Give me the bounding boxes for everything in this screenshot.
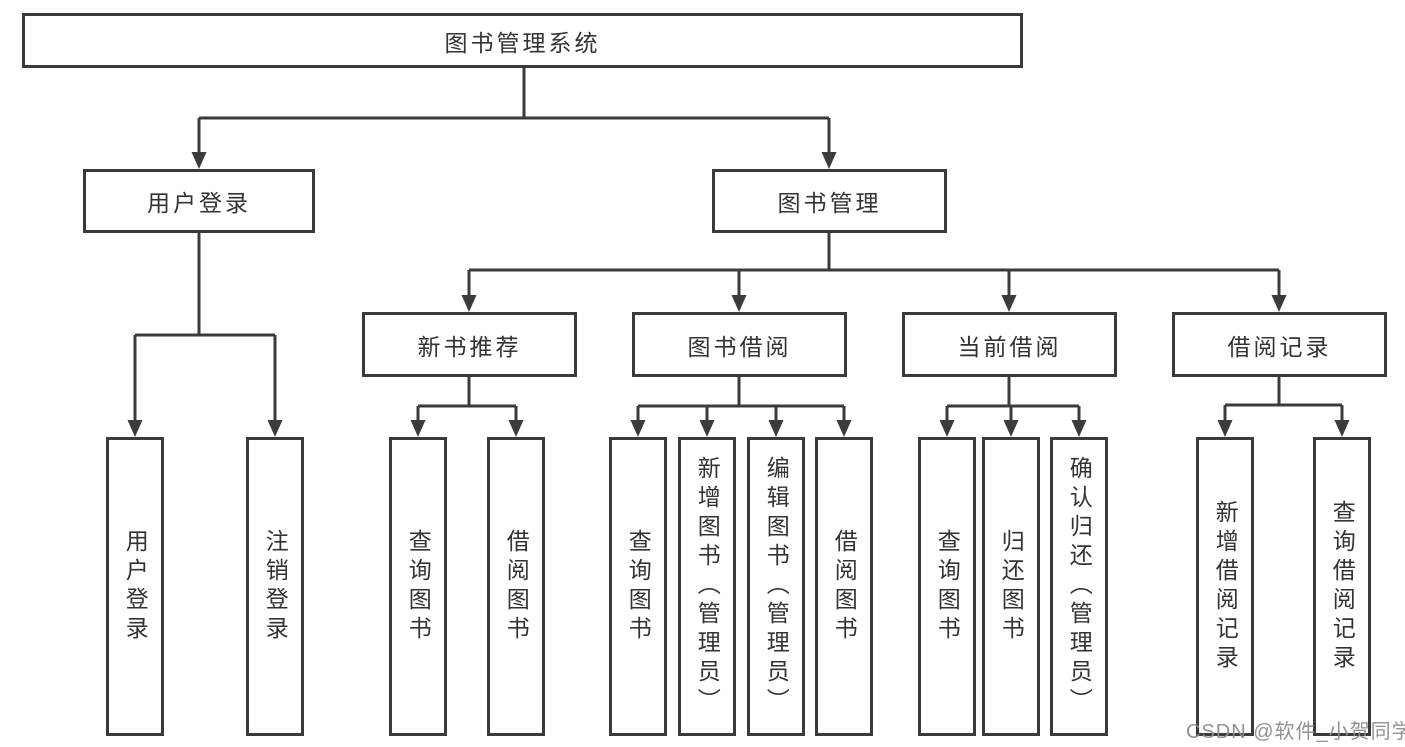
node-user-login: 用户登录: [83, 169, 315, 233]
leaf-query-books-current: 查询图书: [918, 437, 976, 736]
node-current-borrow: 当前借阅: [902, 312, 1117, 377]
leaf-borrow-books: 借阅图书: [815, 437, 873, 736]
leaf-query-borrow-record: 查询借阅记录: [1313, 437, 1371, 736]
node-book-management: 图书管理: [712, 169, 947, 233]
leaf-edit-books-admin: 编辑图书（管理员）: [747, 437, 805, 736]
node-book-borrow: 图书借阅: [632, 312, 847, 377]
node-library-system: 图书管理系统: [22, 13, 1023, 68]
leaf-logout: 注销登录: [246, 437, 304, 736]
csdn-watermark: CSDN @软件_小贺同学: [1186, 721, 1405, 743]
leaf-query-books-borrow: 查询图书: [609, 437, 667, 736]
node-borrow-records: 借阅记录: [1172, 312, 1387, 377]
leaf-return-books: 归还图书: [982, 437, 1040, 736]
node-new-book-recommend: 新书推荐: [362, 312, 577, 377]
leaf-add-borrow-record: 新增借阅记录: [1196, 437, 1254, 736]
leaf-user-login: 用户登录: [106, 437, 164, 736]
leaf-borrow-books-recommend: 借阅图书: [487, 437, 545, 736]
leaf-add-books-admin: 新增图书（管理员）: [678, 437, 736, 736]
leaf-query-books-recommend: 查询图书: [389, 437, 447, 736]
leaf-confirm-return-admin: 确认归还（管理员）: [1050, 437, 1108, 736]
